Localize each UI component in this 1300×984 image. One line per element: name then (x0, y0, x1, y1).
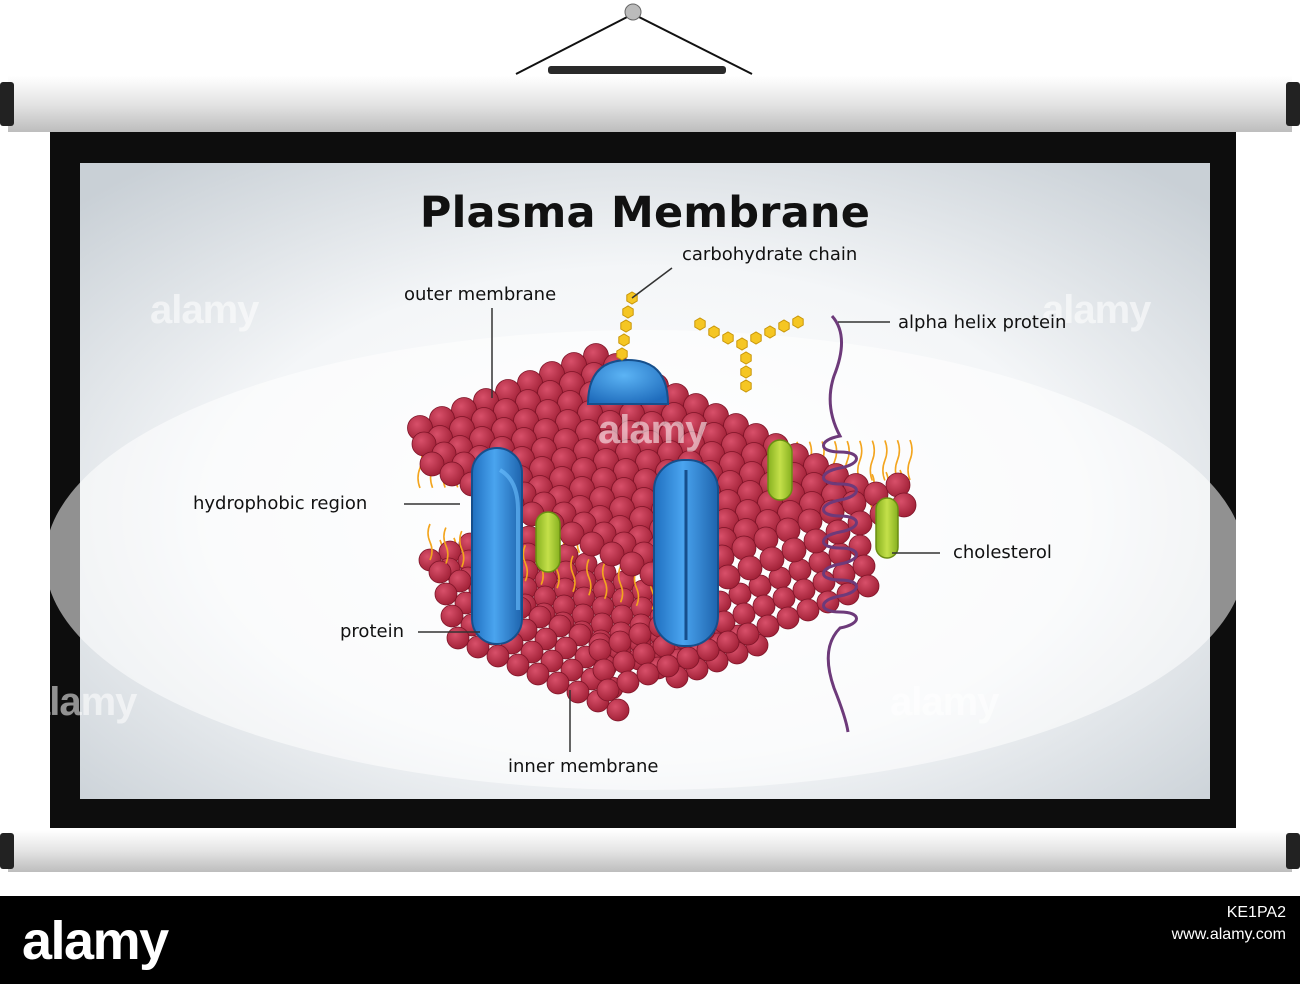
phospholipid-head (441, 605, 463, 627)
phospholipid-head (547, 672, 569, 694)
footer-image-info: KE1PA2 www.alamy.com (1172, 902, 1286, 946)
watermark: alamy (890, 680, 998, 725)
footer-logo: alamy (22, 910, 168, 972)
right-channel-protein (654, 460, 718, 646)
left-channel-protein (472, 448, 522, 644)
sugar-unit (779, 320, 789, 332)
phospholipid-head (753, 595, 775, 617)
sugar-unit (737, 338, 747, 350)
phospholipid-head (760, 547, 784, 571)
sugar-unit (709, 326, 719, 338)
phospholipid-head (609, 631, 631, 653)
phospholipid-head (757, 615, 779, 637)
diagram-title: Plasma Membrane (340, 188, 950, 238)
sugar-unit (723, 332, 733, 344)
phospholipid-head (607, 699, 629, 721)
phospholipid-head (429, 561, 451, 583)
phospholipid-head (507, 654, 529, 676)
sugar-unit (741, 366, 751, 378)
watermark: alamy (150, 288, 258, 333)
phospholipid-head (773, 587, 795, 609)
phospholipid-head (716, 565, 740, 589)
phospholipid-head (637, 663, 659, 685)
phospholipid-head (782, 538, 806, 562)
footer-image-id: KE1PA2 (1172, 902, 1286, 924)
phospholipid-head (447, 627, 469, 649)
bottom-roller (0, 830, 1300, 872)
label-carbohydrate-chain: carbohydrate chain (682, 244, 857, 265)
sugar-unit (619, 334, 629, 346)
phospholipid-head (849, 535, 871, 557)
phospholipid-head (527, 663, 549, 685)
phospholipid-head (597, 679, 619, 701)
sugar-unit (751, 332, 761, 344)
footer-site: www.alamy.com (1172, 924, 1286, 946)
phospholipid-head (677, 647, 699, 669)
label-protein: protein (340, 621, 404, 642)
sugar-unit (695, 318, 705, 330)
watermark: alamy (598, 408, 706, 453)
sugar-unit (741, 352, 751, 364)
phospholipid-head (629, 623, 651, 645)
phospholipid-head (657, 655, 679, 677)
phospholipid-head (435, 583, 457, 605)
sugar-unit (623, 306, 633, 318)
phospholipid-head (777, 607, 799, 629)
phospholipid-head (589, 639, 611, 661)
sugar-unit (793, 316, 803, 328)
label-outer-membrane: outer membrane (404, 284, 556, 305)
phospholipid-head (797, 599, 819, 621)
phospholipid-head (857, 575, 879, 597)
phospholipid-head (738, 556, 762, 580)
label-inner-membrane: inner membrane (508, 756, 659, 777)
label-cholesterol: cholesterol (953, 542, 1052, 563)
sugar-unit (741, 380, 751, 392)
phospholipid-head (848, 511, 872, 535)
phospholipid-head (633, 643, 655, 665)
phospholipid-head (737, 623, 759, 645)
stock-footer-bar: alamy KE1PA2 www.alamy.com (0, 896, 1300, 984)
phospholipid-head (593, 659, 615, 681)
watermark: alamy (28, 680, 136, 725)
label-alpha-helix-protein: alpha helix protein (898, 312, 1066, 333)
phospholipid-head (617, 671, 639, 693)
phospholipid-head (793, 579, 815, 601)
hanging-hook (516, 4, 752, 74)
phospholipid-head (717, 631, 739, 653)
sugar-unit (621, 320, 631, 332)
sugar-unit (617, 348, 627, 360)
phospholipid-head (487, 645, 509, 667)
top-roller (0, 76, 1300, 132)
label-hydrophobic-region: hydrophobic region (193, 493, 367, 514)
sugar-unit (765, 326, 775, 338)
phospholipid-head (613, 651, 635, 673)
phospholipid-head (733, 603, 755, 625)
phospholipid-head (789, 559, 811, 581)
